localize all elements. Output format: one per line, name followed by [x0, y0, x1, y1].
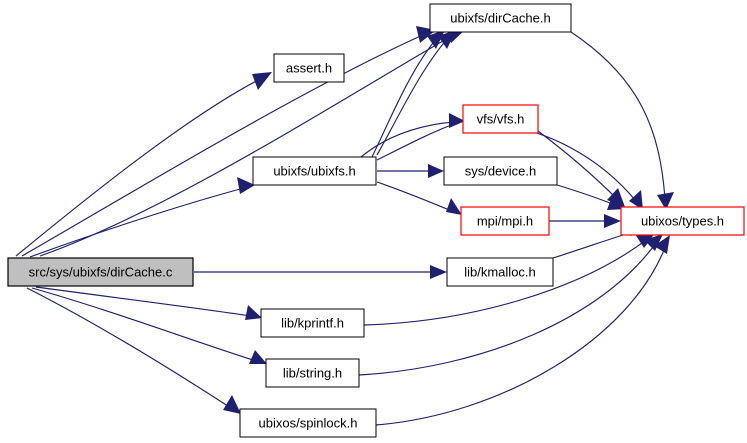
node-box[interactable] [429, 3, 572, 33]
edge-line [537, 130, 618, 200]
nodes-layer: src/sys/ubixfs/dirCache.c assert.h ubixfs/… [7, 3, 745, 438]
node-label: ubixfs/ubixfs.h [273, 163, 355, 178]
edge-dircache_h-to-types_h [570, 31, 674, 210]
node-box[interactable] [462, 104, 539, 134]
edge-line [552, 231, 634, 259]
graph-node-assert_h[interactable]: assert.h [273, 53, 345, 83]
node-box[interactable] [7, 257, 194, 287]
node-box[interactable] [273, 53, 345, 83]
edge-line [363, 239, 647, 326]
arrowhead-icon [604, 214, 621, 228]
arrowhead-icon [657, 192, 674, 210]
edge-line [26, 287, 232, 409]
node-box[interactable] [620, 206, 745, 236]
edge-mpi_h-to-types_h [549, 214, 621, 228]
arrowhead-icon [427, 30, 445, 49]
node-label: ubixos/types.h [641, 213, 724, 228]
edge-line [358, 242, 657, 376]
node-label: vfs/vfs.h [477, 111, 525, 126]
node-label: assert.h [286, 60, 332, 75]
arrowhead-icon [428, 164, 444, 178]
arrowhead-icon [249, 350, 267, 364]
edge-dircache_c-to-assert_h [15, 72, 272, 257]
node-label: mpi/mpi.h [477, 213, 533, 228]
node-box[interactable] [446, 257, 554, 287]
node-box[interactable] [265, 358, 360, 388]
node-label: lib/string.h [283, 365, 342, 380]
edge-line [35, 286, 252, 317]
edge-line [570, 31, 666, 200]
arrowhead-icon [644, 234, 663, 251]
node-label: ubixfs/dirCache.h [450, 10, 550, 25]
graph-node-kprintf_h[interactable]: lib/kprintf.h [260, 308, 365, 338]
edge-line [376, 181, 453, 212]
edge-dircache_c-to-dircache_h [21, 26, 436, 257]
node-box[interactable] [443, 156, 558, 186]
arrowhead-icon [223, 395, 241, 414]
arrowhead-icon [629, 190, 643, 210]
arrowhead-icon [430, 265, 447, 279]
graph-node-vfs_h[interactable]: vfs/vfs.h [462, 104, 539, 134]
graph-node-device_h[interactable]: sys/device.h [443, 156, 558, 186]
edge-line [376, 123, 455, 161]
arrowhead-icon [654, 235, 670, 254]
edge-line [15, 77, 263, 257]
graph-node-types_h[interactable]: ubixos/types.h [620, 206, 745, 236]
graph-node-spinlock_h[interactable]: ubixos/spinlock.h [239, 408, 377, 438]
edge-line [29, 187, 245, 258]
edge-line [376, 37, 449, 156]
node-label: sys/device.h [465, 163, 537, 178]
edge-ubixfs_h-to-dircache_h [371, 30, 445, 158]
graph-node-kmalloc_h[interactable]: lib/kmalloc.h [446, 257, 554, 287]
arrowhead-icon [607, 188, 625, 207]
edge-ubixfs_h-to-device_h [377, 164, 444, 178]
edge-string_h-to-types_h [358, 234, 663, 376]
graph-node-ubixfs_h[interactable]: ubixfs/ubixfs.h [252, 156, 377, 186]
edge-dircache_c-to-ubixfs_h [29, 177, 255, 258]
node-label: lib/kmalloc.h [464, 264, 536, 279]
edge-dircache_c-to-kprintf_h [35, 286, 262, 320]
edge-vfs_h-to-types_h [537, 130, 625, 207]
node-label: ubixos/spinlock.h [259, 415, 358, 430]
arrowhead-icon [446, 198, 462, 215]
edge-line [371, 37, 438, 158]
edge-ubixfs_h-to-mpi_h [376, 181, 462, 215]
edge-line [39, 33, 456, 257]
node-label: lib/kprintf.h [281, 315, 344, 330]
edge-line [375, 244, 667, 426]
arrowhead-icon [245, 305, 262, 320]
graph-node-string_h[interactable]: lib/string.h [265, 358, 360, 388]
arrowhead-icon [449, 113, 465, 128]
edge-ubixfs_h-to-vfs_h [376, 113, 465, 161]
graph-node-dircache_h[interactable]: ubixfs/dirCache.h [429, 3, 572, 33]
node-box[interactable] [460, 206, 550, 236]
node-label: src/sys/ubixfs/dirCache.c [29, 264, 173, 279]
arrowhead-icon [252, 72, 272, 90]
edge-dircache_c-to-dircache_h [39, 26, 466, 257]
edge-dircache_c-to-spinlock_h [26, 287, 241, 414]
edge-ubixfs_h-to-dircache_h [376, 30, 456, 156]
edge-line [31, 287, 257, 362]
arrowhead-icon [237, 177, 255, 194]
edge-dircache_c-to-string_h [31, 287, 267, 364]
node-box[interactable] [260, 308, 365, 338]
node-box[interactable] [239, 408, 377, 438]
node-box[interactable] [252, 156, 377, 186]
edge-spinlock_h-to-types_h [375, 235, 670, 426]
graph-node-mpi_h[interactable]: mpi/mpi.h [460, 206, 550, 236]
graph-node-dircache_c[interactable]: src/sys/ubixfs/dirCache.c [7, 257, 194, 287]
arrowhead-icon [438, 30, 456, 49]
edge-line [21, 33, 426, 257]
edge-dircache_c-to-kmalloc_h [194, 265, 447, 279]
